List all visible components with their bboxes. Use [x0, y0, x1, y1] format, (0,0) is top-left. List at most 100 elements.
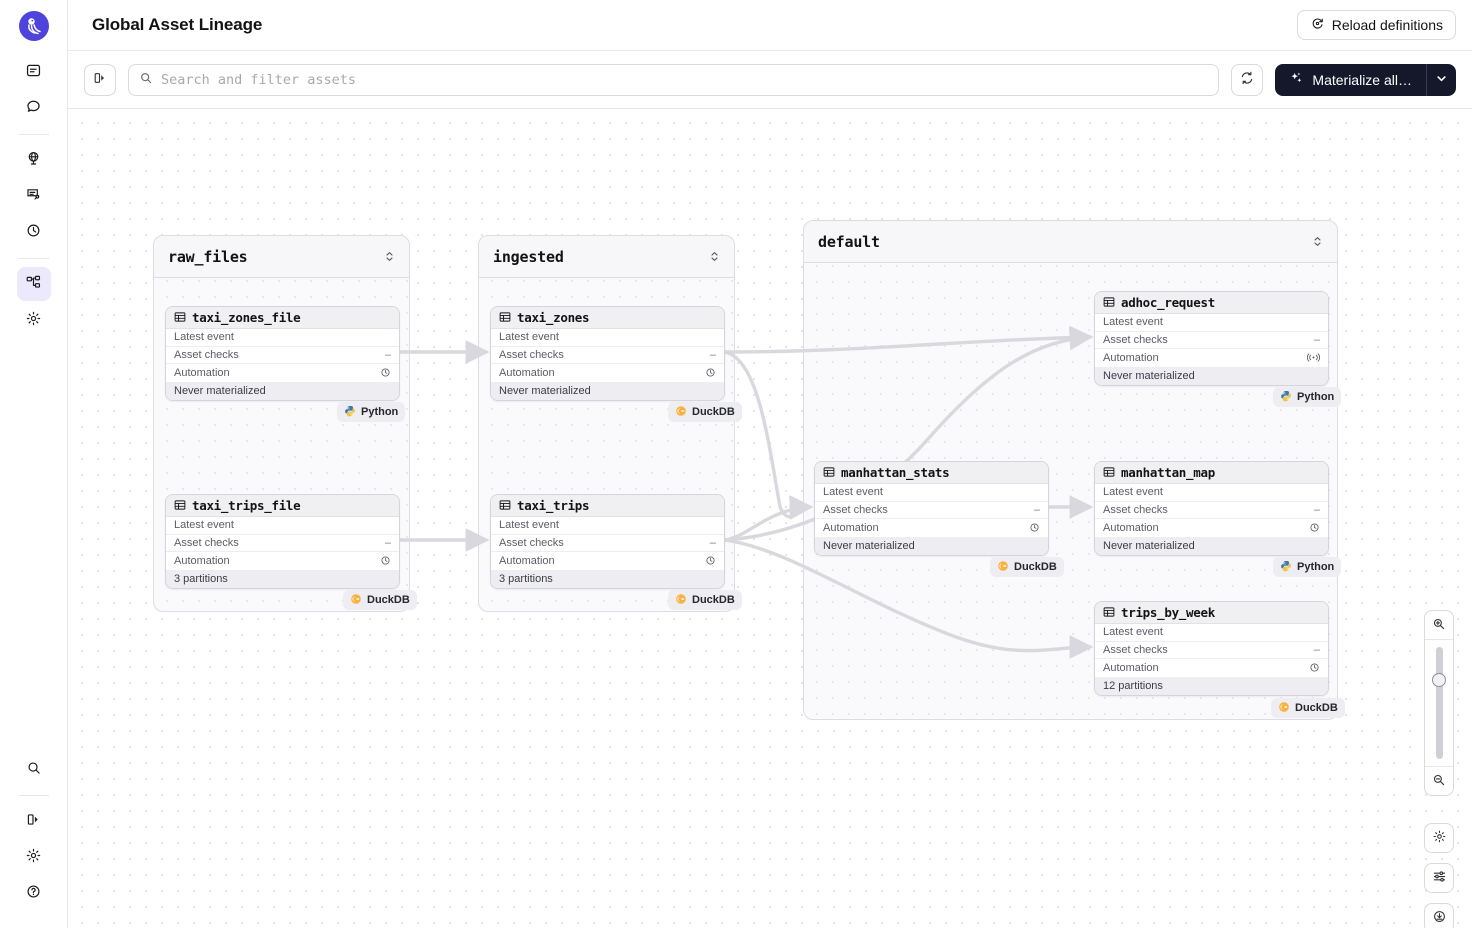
asset-node-trips_by_week[interactable]: trips_by_week Latest event Asset checks … — [1094, 601, 1329, 696]
sidebar-item-jobs[interactable] — [17, 91, 51, 125]
asset-row-asset-checks: Asset checks – — [1095, 332, 1328, 349]
sidebar-help-button[interactable] — [17, 876, 51, 910]
row-label: Asset checks — [499, 536, 564, 549]
graph-settings-button[interactable] — [1424, 823, 1454, 853]
asset-node-taxi_zones_file[interactable]: taxi_zones_file Latest event Asset check… — [165, 306, 400, 401]
sidebar-item-schedules[interactable] — [17, 215, 51, 249]
sidebar-item-asset-lineage[interactable] — [16, 267, 51, 301]
sidebar-item-runs[interactable] — [17, 55, 51, 89]
refresh-icon — [1239, 70, 1255, 89]
rail-bottom-group — [17, 752, 51, 928]
duckdb-icon — [1278, 701, 1290, 716]
duckdb-icon — [675, 405, 687, 420]
divider — [1425, 639, 1453, 640]
collapse-vertical-icon[interactable] — [1312, 236, 1323, 247]
asset-row-automation: Automation — [1095, 519, 1328, 537]
asset-tag-label: DuckDB — [1014, 561, 1057, 573]
sidebar-user-settings-button[interactable] — [17, 840, 51, 874]
asset-tag-python[interactable]: Python — [1273, 557, 1342, 577]
asset-tag-duckdb[interactable]: DuckDB — [668, 402, 742, 422]
table-icon — [1103, 295, 1115, 311]
clock-icon — [705, 367, 716, 378]
asset-tag-python[interactable]: Python — [337, 402, 406, 422]
asset-row-asset-checks: Asset checks – — [491, 347, 724, 364]
asset-node-taxi_trips[interactable]: taxi_trips Latest event Asset checks – A… — [490, 494, 725, 589]
asset-row-automation: Automation — [166, 552, 399, 570]
asset-node-manhattan_map[interactable]: manhattan_map Latest event Asset checks … — [1094, 461, 1329, 556]
table-icon — [1103, 605, 1115, 621]
nav-divider — [18, 795, 49, 796]
asset-tag-duckdb[interactable]: DuckDB — [1271, 698, 1345, 718]
sidebar-item-catalog[interactable] — [17, 179, 51, 213]
collapse-vertical-icon[interactable] — [384, 251, 395, 262]
asset-tag-label: DuckDB — [692, 406, 735, 418]
asset-node-status: 3 partitions — [166, 569, 399, 588]
asset-node-manhattan_stats[interactable]: manhattan_stats Latest event Asset check… — [814, 461, 1049, 556]
sidebar-collapse-button[interactable] — [17, 804, 51, 838]
row-label: Latest event — [823, 486, 883, 499]
reload-definitions-button[interactable]: Reload definitions — [1296, 10, 1456, 40]
group-header[interactable]: raw_files — [154, 236, 409, 278]
lineage-icon — [25, 274, 42, 294]
refresh-button[interactable] — [1231, 63, 1264, 96]
row-label: Asset checks — [174, 536, 239, 549]
row-value: – — [1313, 333, 1320, 346]
sliders-icon — [1432, 869, 1447, 887]
sensor-icon — [1307, 352, 1320, 363]
search-icon — [139, 71, 153, 88]
asset-node-status: Never materialized — [1095, 366, 1328, 385]
search-bar[interactable] — [128, 63, 1220, 96]
graph-download-button[interactable] — [1424, 903, 1454, 928]
asset-tag-label: Python — [1297, 391, 1335, 403]
asset-row-asset-checks: Asset checks – — [491, 535, 724, 552]
asset-graph-canvas[interactable]: raw_files ingested — [68, 109, 1472, 928]
zoom-controls — [1424, 610, 1454, 796]
row-label: Automation — [499, 554, 555, 567]
group-header[interactable]: default — [804, 221, 1337, 263]
materialize-all-label: Materialize all… — [1312, 71, 1412, 88]
clock-icon — [705, 555, 716, 566]
asset-node-name: taxi_trips_file — [192, 498, 301, 513]
toggle-sidebar-panel-button[interactable] — [84, 63, 116, 96]
edge-taxi_zones-manhattan_stats — [723, 350, 814, 519]
asset-node-status: Never materialized — [1095, 536, 1328, 555]
group-name: ingested — [493, 247, 564, 266]
zoom-slider[interactable] — [1425, 640, 1453, 766]
asset-row-latest-event: Latest event — [1095, 314, 1328, 332]
asset-tag-python[interactable]: Python — [1273, 387, 1342, 407]
asset-node-title: manhattan_stats — [815, 462, 1048, 484]
asset-row-latest-event: Latest event — [166, 329, 399, 347]
zoom-slider-thumb[interactable] — [1432, 673, 1446, 687]
nav-divider — [18, 134, 49, 135]
asset-node-adhoc_request[interactable]: adhoc_request Latest event Asset checks … — [1094, 291, 1329, 386]
asset-tag-duckdb[interactable]: DuckDB — [668, 590, 742, 610]
graph-filters-button[interactable] — [1424, 863, 1454, 893]
asset-node-taxi_zones[interactable]: taxi_zones Latest event Asset checks – A… — [490, 306, 725, 401]
row-label: Automation — [1103, 661, 1159, 674]
group-name: raw_files — [168, 247, 248, 266]
asset-row-automation: Automation — [491, 552, 724, 570]
row-value: – — [384, 536, 391, 549]
asset-node-name: trips_by_week — [1121, 605, 1215, 620]
collapse-vertical-icon[interactable] — [709, 251, 720, 262]
asset-node-title: adhoc_request — [1095, 292, 1328, 314]
asset-node-taxi_trips_file[interactable]: taxi_trips_file Latest event Asset check… — [165, 494, 400, 589]
sidebar-search-button[interactable] — [17, 752, 51, 786]
asset-tag-duckdb[interactable]: DuckDB — [990, 557, 1064, 577]
asset-node-title: taxi_zones_file — [166, 307, 399, 329]
row-label: Latest event — [1103, 626, 1163, 639]
materialize-options-button[interactable] — [1426, 63, 1456, 96]
zoom-out-button[interactable] — [1425, 767, 1453, 795]
asset-tag-label: DuckDB — [692, 594, 735, 606]
search-input[interactable] — [161, 71, 1209, 88]
sidebar-item-deployment[interactable] — [17, 143, 51, 177]
group-header[interactable]: ingested — [479, 236, 734, 278]
zoom-in-button[interactable] — [1425, 611, 1453, 639]
dagster-logo[interactable] — [18, 11, 49, 41]
chevron-down-icon — [1436, 72, 1447, 87]
sidebar-item-settings[interactable] — [17, 303, 51, 337]
materialize-all-button[interactable]: Materialize all… — [1275, 63, 1426, 96]
row-label: Latest event — [1103, 316, 1163, 329]
row-label: Automation — [499, 366, 555, 379]
asset-tag-duckdb[interactable]: DuckDB — [343, 590, 417, 610]
